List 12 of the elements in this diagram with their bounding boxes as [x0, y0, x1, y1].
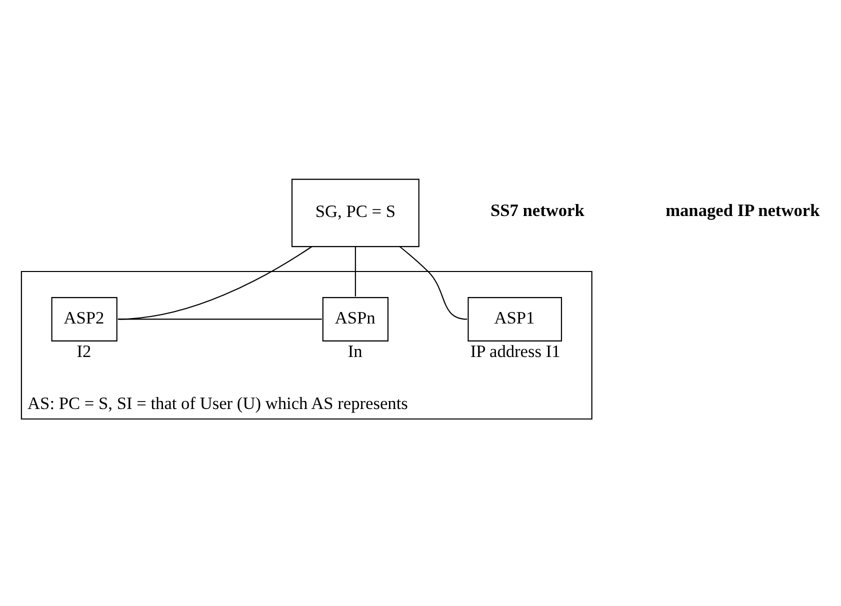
connector	[354, 246, 356, 296]
node-box: ASP2	[51, 296, 118, 341]
label: managed IP network	[666, 200, 820, 220]
connector	[399, 246, 468, 320]
node-label: In	[348, 341, 362, 360]
node-box: ASP1	[468, 296, 562, 341]
node-box: SG, PC = S	[291, 178, 420, 247]
node-label: IP address I1	[470, 341, 560, 360]
label: SS7 network	[490, 200, 584, 220]
node-box: ASPn	[322, 296, 389, 341]
node-label: I2	[76, 341, 92, 360]
connector	[118, 318, 322, 320]
